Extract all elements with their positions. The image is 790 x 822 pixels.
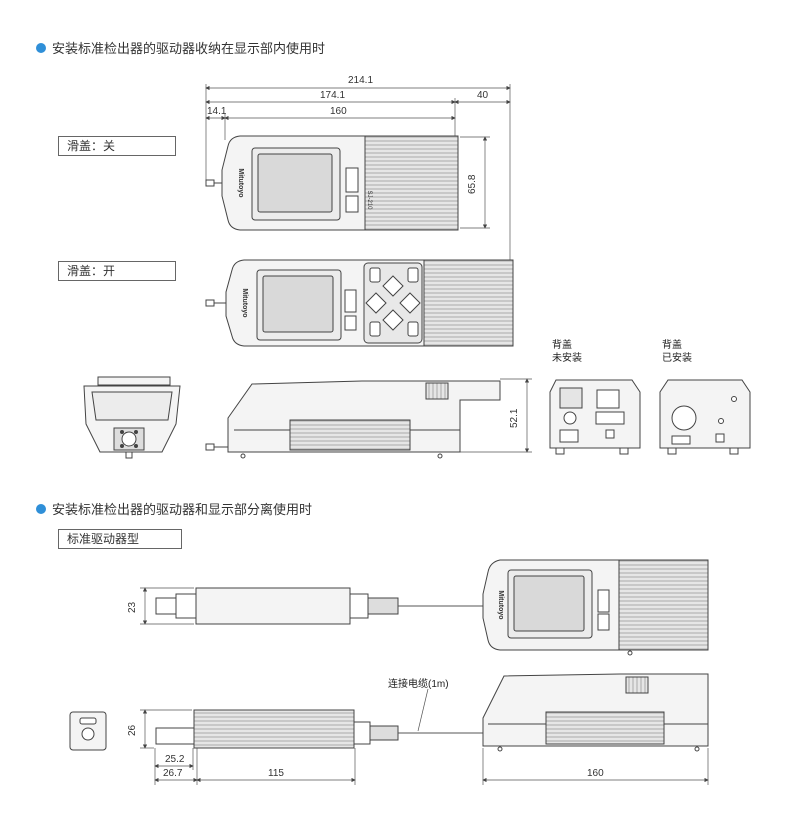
display-unit-side-2 bbox=[482, 673, 709, 752]
section-2-title-text: 安装标准检出器的驱动器和显示部分离使用时 bbox=[52, 502, 313, 517]
drive-height-dim bbox=[140, 587, 194, 625]
tag-cover-closed: 滑盖：关 bbox=[58, 136, 176, 156]
rear-cover-installed-line1: 背盖 bbox=[662, 340, 682, 351]
rear-view-cover-removed bbox=[549, 379, 641, 455]
rear-cover-removed-label: 背盖 未安装 bbox=[552, 339, 582, 365]
drive-side-height-dim bbox=[140, 709, 192, 749]
rear-cover-removed-line2: 未安装 bbox=[552, 353, 582, 364]
rear-cover-installed-label: 背盖 已安装 bbox=[662, 339, 692, 365]
dim-total-length: 214.1 bbox=[348, 75, 374, 86]
dim-drive-height: 23 bbox=[127, 601, 138, 613]
model-text-1: SJ-210 bbox=[366, 190, 372, 210]
bullet-dot-icon bbox=[36, 503, 46, 514]
section-1-title: 安装标准检出器的驱动器收纳在显示部内使用时 bbox=[36, 38, 325, 57]
dim-drive-side-height: 26 bbox=[127, 724, 138, 736]
drive-unit-top bbox=[155, 587, 399, 625]
bullet-dot-icon bbox=[36, 42, 46, 53]
brand-text-3: Mitutoyo bbox=[497, 590, 504, 619]
tag-cover-open: 滑盖：开 bbox=[58, 261, 176, 281]
dim-ext-length: 40 bbox=[477, 90, 489, 101]
display-closed-view bbox=[205, 135, 459, 231]
bottom-dimensions bbox=[154, 748, 709, 785]
display-open-view bbox=[205, 259, 514, 347]
dim-drive-length: 115 bbox=[268, 768, 284, 779]
brand-text-2: Mitutoyo bbox=[241, 288, 248, 317]
front-end-view bbox=[83, 376, 181, 459]
dim-probe-b: 26.7 bbox=[163, 768, 183, 779]
brand-text-1: Mitutoyo bbox=[237, 168, 244, 197]
section-2-title: 安装标准检出器的驱动器和显示部分离使用时 bbox=[36, 499, 312, 518]
rear-view-cover-installed bbox=[659, 379, 751, 455]
cable-leader bbox=[417, 688, 429, 732]
top-dimensions bbox=[205, 84, 532, 453]
side-view bbox=[205, 380, 501, 459]
dim-display-length-2: 160 bbox=[587, 768, 604, 779]
tag-standard-drive: 标准驱动器型 bbox=[58, 529, 182, 549]
cable-label: 连接电缆(1m) bbox=[388, 679, 449, 690]
dim-body-length: 174.1 bbox=[320, 90, 346, 101]
dim-display-length: 160 bbox=[330, 106, 347, 117]
dim-height-side: 52.1 bbox=[509, 408, 520, 428]
dim-probe-offset: 14.1 bbox=[207, 106, 227, 117]
dim-height-top: 65.8 bbox=[467, 174, 478, 194]
display-unit-top-2 bbox=[482, 559, 709, 656]
rear-cover-installed-line2: 已安装 bbox=[662, 353, 692, 364]
rear-cover-removed-line1: 背盖 bbox=[552, 340, 572, 351]
section-1-title-text: 安装标准检出器的驱动器收纳在显示部内使用时 bbox=[52, 41, 326, 56]
dim-probe-a: 25.2 bbox=[165, 754, 185, 765]
drive-unit-side bbox=[69, 709, 399, 751]
